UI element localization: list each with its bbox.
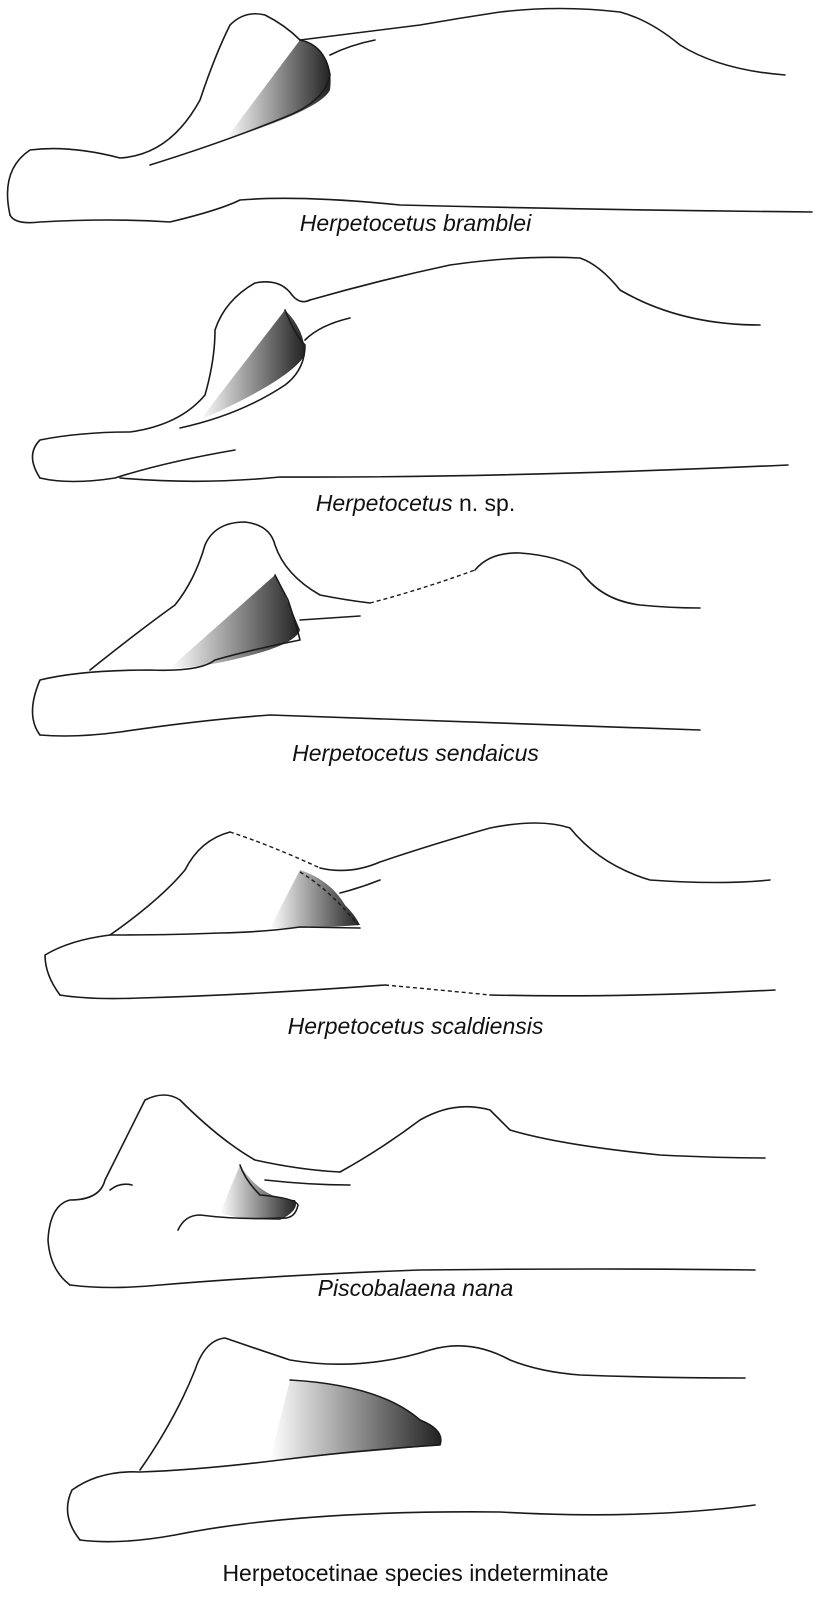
caption-scaldiensis: Herpetocetus scaldiensis — [0, 1013, 831, 1040]
mandible-drawing-indet — [66, 1337, 756, 1543]
caption-genus: Herpetocetus — [299, 210, 437, 236]
mandible-drawing-piscobalaena — [47, 1094, 766, 1289]
caption-genus: Herpetocetus — [315, 490, 453, 516]
caption-genus: Herpetocetus — [292, 740, 429, 766]
caption-nsp: Herpetocetus n. sp. — [0, 490, 831, 517]
mandible-drawing-nsp — [31, 256, 789, 483]
caption-epithet: Herpetocetinae species indeterminate — [222, 1560, 609, 1586]
caption-sendaicus: Herpetocetus sendaicus — [0, 740, 831, 767]
mandible-drawing-sendaicus — [31, 521, 701, 737]
caption-piscobalaena: Piscobalaena nana — [0, 1275, 831, 1302]
caption-epithet: n. sp. — [452, 490, 516, 516]
caption-epithet: nana — [455, 1275, 514, 1301]
caption-genus: Herpetocetus — [287, 1013, 425, 1039]
caption-genus: Piscobalaena — [317, 1275, 456, 1301]
caption-epithet: scaldiensis — [424, 1013, 544, 1039]
caption-bramblei: Herpetocetus bramblei — [0, 210, 831, 237]
caption-epithet: sendaicus — [428, 740, 539, 766]
caption-epithet: bramblei — [436, 210, 532, 236]
caption-indet: Herpetocetinae species indeterminate — [0, 1560, 831, 1587]
mandible-drawing-scaldiensis — [44, 822, 776, 1000]
mandible-drawing-bramblei — [6, 7, 813, 224]
